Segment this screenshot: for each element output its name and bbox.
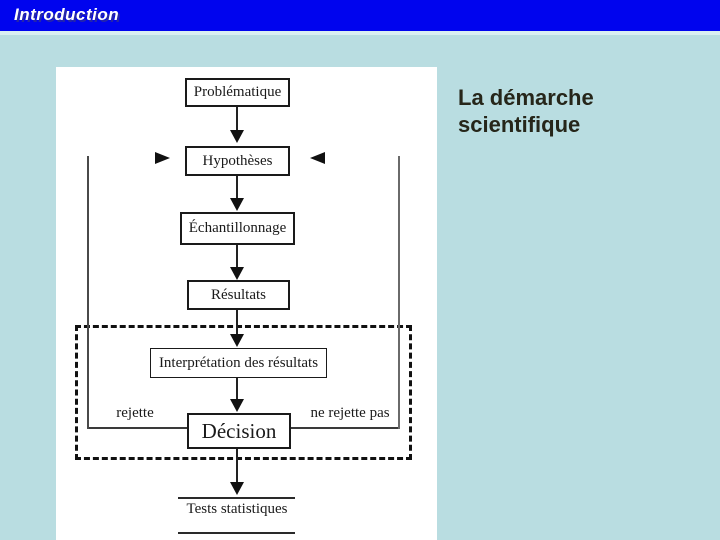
tests-bottom-rule — [178, 532, 295, 534]
branch-label-rejette: rejette — [116, 405, 154, 421]
node-resultats: Résultats — [187, 280, 290, 310]
node-interpretation: Interprétation des résultats — [150, 348, 327, 378]
node-hypotheses: Hypothèses — [185, 146, 290, 176]
dashed-test-region — [75, 325, 412, 460]
arrow-down-icon — [230, 198, 244, 211]
node-decision-label: Décision — [201, 418, 277, 443]
node-echantillonnage: Échantillonnage — [180, 212, 295, 245]
arrow-down-icon — [230, 267, 244, 280]
flowchart-panel: Problématique Hypothèses Échantillonnage… — [56, 67, 437, 540]
branch-label-ne-rejette-pas: ne rejette pas — [310, 405, 390, 421]
feedback-line-right — [398, 156, 400, 429]
node-echantillonnage-label: Échantillonnage — [188, 220, 287, 236]
node-problematique-label: Problématique — [193, 84, 282, 100]
connector-hypotheses-echantillonnage — [236, 176, 238, 199]
node-hypotheses-label: Hypothèses — [202, 152, 273, 169]
arrow-down-icon — [230, 130, 244, 143]
feedback-line-left — [87, 156, 89, 429]
slide-title-line1: La démarche — [458, 85, 594, 110]
arrow-down-icon — [230, 482, 244, 495]
branch-line-rejette — [87, 427, 187, 429]
arrow-left-icon — [310, 152, 325, 164]
tests-top-rule — [178, 497, 295, 499]
slide-title-line2: scientifique — [458, 112, 581, 137]
header-title: Introduction — [14, 5, 120, 24]
node-problematique: Problématique — [185, 78, 290, 107]
connector-problematique-hypotheses — [236, 107, 238, 131]
arrow-down-icon — [230, 399, 244, 412]
arrow-down-icon — [230, 334, 244, 347]
connector-echantillonnage-resultats — [236, 245, 238, 268]
connector-decision-tests — [236, 449, 238, 483]
arrow-right-icon — [155, 152, 170, 164]
branch-line-ne-rejette-pas — [291, 427, 400, 429]
connector-interpretation-decision — [236, 378, 238, 400]
slide-title: La démarche scientifique — [458, 84, 594, 138]
node-interpretation-label: Interprétation des résultats — [158, 354, 319, 371]
connector-resultats-interpretation — [236, 310, 238, 335]
node-decision: Décision — [187, 413, 291, 449]
node-resultats-label: Résultats — [211, 286, 266, 303]
node-tests-statistiques: Tests statistiques — [186, 501, 288, 517]
header-bar: Introduction — [0, 0, 720, 35]
